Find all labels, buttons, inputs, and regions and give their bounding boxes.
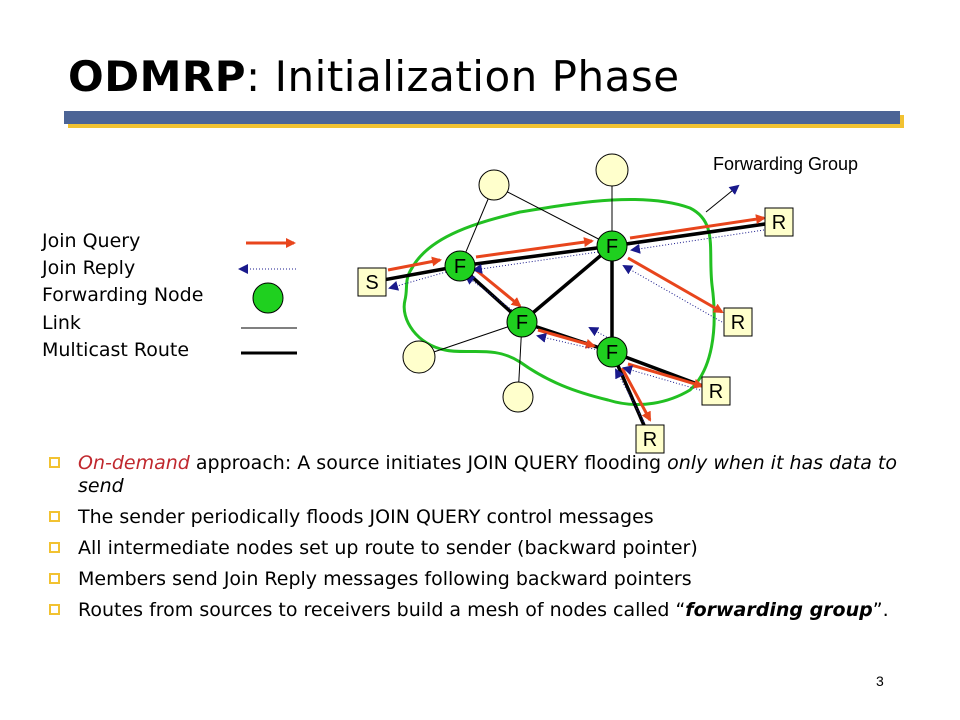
bullet-text: forwarding group — [685, 599, 873, 621]
bullet-item: Members send Join Reply messages followi… — [46, 568, 916, 591]
bullet-box-icon — [49, 542, 60, 553]
legend-join-query-label: Join Query — [42, 230, 141, 252]
bullet-text: “ — [675, 599, 686, 621]
title-separator: : — [246, 52, 261, 101]
bullet-item: On-demand approach: A source initiates J… — [46, 452, 916, 498]
bullet-box-icon — [49, 457, 60, 468]
receiver-node — [635, 424, 665, 454]
forwarding-node-label: F — [606, 342, 618, 364]
multicast-routes — [371, 220, 780, 440]
join-query-arrows — [387, 214, 766, 422]
forwarding-group-pointer — [705, 184, 740, 213]
legend-forwarding-node-label: Forwarding Node — [42, 284, 204, 306]
title-underline — [64, 111, 900, 124]
bullet-item: All intermediate nodes set up route to s… — [46, 537, 916, 560]
bullet-text: On-demand — [78, 452, 190, 474]
legend-multicast-route-label: Multicast Route — [42, 339, 190, 361]
forwarding-node — [444, 250, 476, 282]
page-number: 3 — [876, 673, 884, 689]
bullet-text: approach: A source initiates JOIN QUERY … — [189, 452, 668, 474]
forwarding-group-outline — [402, 197, 716, 407]
bullet-text: All intermediate nodes set up route to s… — [78, 537, 698, 559]
forwarding-node-label: F — [606, 236, 618, 258]
bullet-text: ”. — [872, 599, 889, 621]
bullet-text: only when it has data to send — [78, 452, 897, 497]
receiver-node-label: R — [731, 312, 745, 334]
receiver-node — [764, 207, 794, 237]
source-node-label: S — [365, 272, 378, 294]
title-phase: Initialization Phase — [274, 52, 680, 101]
legend-join-reply-label: Join Reply — [42, 257, 136, 279]
legend-forwarding-node-icon — [252, 282, 284, 314]
bullet-text: The sender periodically floods JOIN QUER… — [78, 506, 654, 528]
bullet-item: The sender periodically floods JOIN QUER… — [46, 506, 916, 529]
bullet-list: On-demand approach: A source initiates J… — [46, 452, 916, 630]
forwarding-node — [506, 306, 538, 338]
receiver-node — [723, 307, 753, 337]
slide-title: ODMRP: Initialization Phase — [68, 52, 680, 101]
bullet-box-icon — [49, 573, 60, 584]
source-node — [357, 267, 387, 297]
bullet-text: Members send Join Reply messages followi… — [78, 568, 692, 590]
ordinary-nodes — [402, 153, 629, 413]
legend-link-label: Link — [42, 312, 81, 334]
receiver-node-label: R — [643, 429, 657, 451]
bullet-text: Routes from sources to receivers build a… — [78, 599, 676, 621]
forwarding-node-label: F — [516, 312, 528, 334]
receiver-node — [701, 376, 731, 406]
title-protocol: ODMRP — [68, 52, 246, 101]
forwarding-node-label: F — [454, 256, 466, 278]
receiver-node-label: R — [772, 212, 786, 234]
bullet-box-icon — [49, 511, 60, 522]
bullet-box-icon — [49, 604, 60, 615]
bullet-item: Routes from sources to receivers build a… — [46, 599, 916, 622]
forwarding-group-label: Forwarding Group — [713, 154, 859, 174]
join-reply-arrows — [388, 229, 765, 423]
forwarding-node — [596, 230, 628, 262]
receiver-node-label: R — [709, 381, 723, 403]
forwarding-node — [596, 336, 628, 368]
